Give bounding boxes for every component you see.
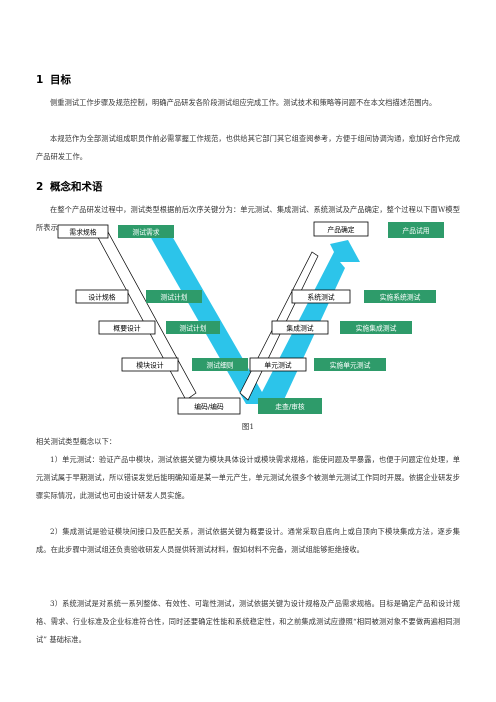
right-box-1: 产品确定: [313, 221, 369, 237]
left-box-5-label: 编码/编码: [194, 402, 224, 411]
type-item-integration-test: 2）集成测试是验证模块间接口及匹配关系，测试依据关键为概要设计。通常采取自底向上…: [36, 527, 460, 554]
left-box-2-label: 设计规格: [88, 293, 115, 302]
green-left-1: 测试需求: [118, 225, 174, 238]
section-1-title: 目标: [50, 74, 71, 86]
green-left-2: 测试计划: [146, 290, 202, 303]
right-box-4: 单元测试: [249, 357, 307, 372]
right-box-4-label: 单元测试: [264, 361, 291, 370]
green-right-1: 产品试用: [388, 222, 444, 238]
green-right-4-label: 实施单元测试: [330, 361, 371, 370]
green-right-3-label: 实施集成测试: [356, 324, 397, 333]
left-box-1-label: 需求规格: [69, 228, 96, 237]
figure-caption: 图1: [241, 422, 255, 431]
green-left-4: 测试细则: [192, 358, 248, 371]
right-box-3: 集成测试: [271, 320, 329, 335]
green-left-3: 测试计划: [166, 321, 220, 334]
green-right-2: 实施系统测试: [364, 290, 436, 303]
left-box-1: 需求规格: [57, 224, 109, 239]
section-1-paragraph-1: 侧重测试工作步骤及规范控制，明确产品研发各阶段测试组应完成工作。测试技术和策略等…: [50, 98, 437, 107]
right-box-2: 系统测试: [291, 289, 351, 304]
green-right-2-label: 实施系统测试: [380, 293, 421, 302]
green-right-3: 实施集成测试: [340, 321, 412, 334]
types-heading: 相关测试类型概念以下：: [36, 437, 117, 446]
green-left-4-label: 测试细则: [206, 361, 233, 370]
section-2-intro: 在整个产品研发过程中，测试类型根据前后次序关键分为：单元测试、集成测试、系统测试…: [36, 205, 460, 232]
green-right-5: 走查/审核: [258, 398, 322, 414]
green-left-2-label: 测试计划: [160, 293, 187, 302]
section-1-paragraph-2: 本规范作为全部测试组成职员作前必需掌握工作规范，也供给其它部门其它组查阅参考，方…: [36, 134, 460, 161]
cyan-arrow-left: [150, 236, 262, 404]
left-box-5: 编码/编码: [177, 397, 241, 415]
green-right-1-label: 产品试用: [402, 226, 429, 235]
type-item-system-test: 3）系统测试是对系统一系列整体、有效性、可靠性测试，测试依据关键为设计规格及产品…: [36, 599, 460, 644]
green-right-5-label: 走查/审核: [275, 402, 305, 411]
section-2-title: 概念和术语: [50, 181, 103, 193]
type-item-unit-test: 1）单元测试：验证产品中模块，测试依据关键为模块具体设计或模块需求规格，能使问题…: [36, 455, 460, 500]
green-left-1-label: 测试需求: [132, 228, 159, 237]
right-box-2-label: 系统测试: [307, 293, 334, 302]
left-box-4: 模块设计: [121, 357, 179, 372]
left-box-2: 设计规格: [75, 289, 129, 304]
left-box-3: 概要设计: [98, 320, 156, 335]
green-left-3-label: 测试计划: [179, 324, 206, 333]
right-box-3-label: 集成测试: [286, 324, 313, 333]
green-right-4: 实施单元测试: [314, 358, 386, 371]
w-model-diagram: 需求规格 设计规格 概要设计 模块设计 编码/编码 测试需求 测试计划: [57, 221, 444, 415]
left-box-4-label: 模块设计: [136, 361, 163, 370]
right-box-1-label: 产品确定: [327, 225, 354, 234]
left-box-3-label: 概要设计: [113, 324, 140, 333]
